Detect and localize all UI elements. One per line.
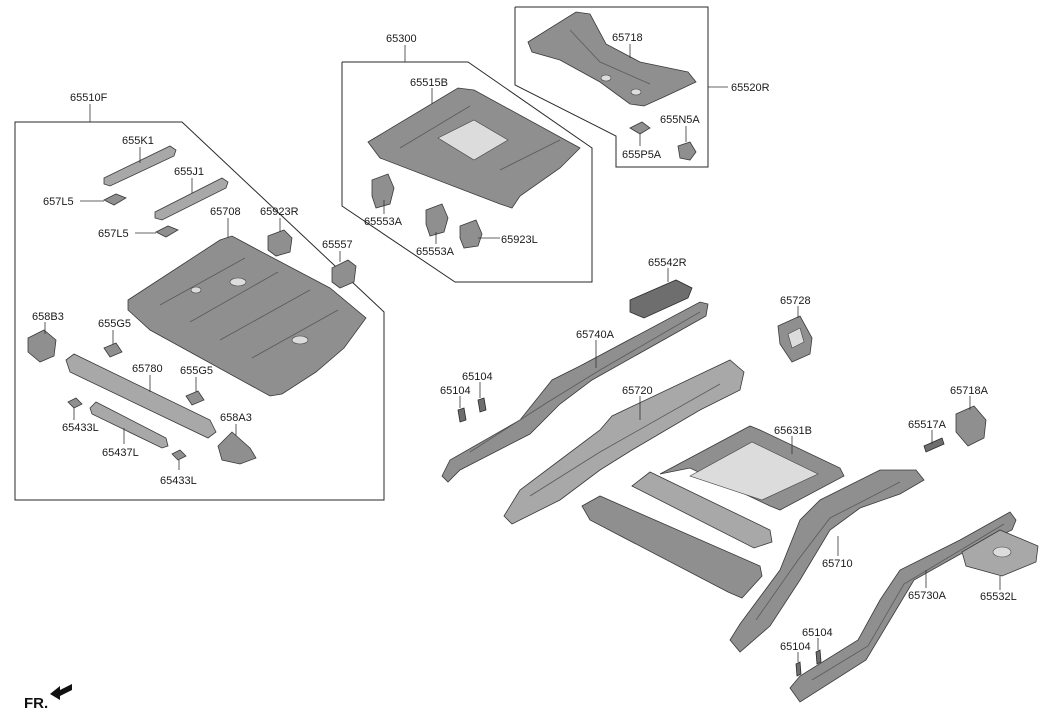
part-65718-hole-2 (630, 88, 642, 96)
label-655N5A: 655N5A (660, 114, 700, 126)
label-655G5-upper: 655G5 (98, 318, 131, 330)
label-65923R: 65923R (260, 206, 299, 218)
part-65437L (89, 401, 169, 449)
floor-assembly-frame (14, 121, 385, 501)
part-65515B-rib-2 (499, 139, 561, 171)
label-65710: 65710 (822, 558, 853, 570)
label-65300: 65300 (386, 33, 417, 45)
part-65631B-opening (689, 441, 819, 501)
label-65730A: 65730A (908, 590, 947, 602)
label-65520R: 65520R (731, 82, 770, 94)
label-65740A: 65740A (576, 329, 615, 341)
label-657L5-upper: 657L5 (43, 196, 74, 208)
part-65708-hole-2 (291, 335, 309, 345)
part-655K1 (103, 145, 177, 187)
label-658A3: 658A3 (220, 412, 252, 424)
part-65740A (441, 301, 709, 483)
part-lower-side-member (581, 495, 763, 599)
label-655P5A: 655P5A (622, 149, 662, 161)
part-65433L-right (171, 449, 187, 461)
part-65730A-rib (811, 523, 1005, 681)
rear-floor-frame (341, 61, 593, 283)
part-655J1 (154, 177, 229, 221)
part-65718-hole-1 (600, 74, 612, 82)
part-65515B-opening (437, 119, 509, 161)
rear-cross-frame (514, 6, 709, 168)
label-655K1: 655K1 (122, 135, 154, 147)
label-65708: 65708 (210, 206, 241, 218)
front-direction-label: FR. (24, 695, 48, 712)
label-65780: 65780 (132, 363, 163, 375)
label-65553A-right: 65553A (416, 246, 455, 258)
label-65104-c: 65104 (802, 627, 833, 639)
label-65553A-left: 65553A (364, 216, 403, 228)
part-65728-opening (787, 327, 805, 349)
label-655J1: 655J1 (174, 166, 204, 178)
part-65104-clip-1 (457, 407, 467, 423)
part-65923R (267, 229, 293, 257)
part-65740A-rib (469, 311, 701, 453)
label-657L5-lower: 657L5 (98, 228, 129, 240)
part-65720 (503, 359, 745, 525)
label-65517A: 65517A (908, 419, 947, 431)
part-center-side-member (631, 471, 773, 549)
part-65553A-right (425, 203, 449, 237)
label-65720: 65720 (622, 385, 653, 397)
part-65104-clip-2 (477, 397, 487, 413)
label-65557: 65557 (322, 239, 353, 251)
part-65542R (629, 279, 693, 319)
part-658B3 (27, 329, 57, 363)
part-655N5A (677, 141, 697, 161)
part-65780 (65, 353, 217, 439)
part-65720-rib (529, 383, 721, 497)
part-65708-hole-3 (190, 286, 202, 294)
label-65104-a: 65104 (440, 385, 471, 397)
part-65517A (923, 437, 945, 453)
part-65532L-hole (992, 546, 1012, 558)
part-65718A (955, 405, 987, 447)
part-65710-rib (755, 481, 901, 621)
label-655G5-lower: 655G5 (180, 365, 213, 377)
part-65718-rib (569, 29, 651, 85)
part-65708-rib-1 (159, 257, 246, 306)
part-65553A-left (371, 173, 395, 209)
part-655P5A (629, 121, 651, 135)
label-65923L: 65923L (501, 234, 538, 246)
part-657L5-upper (103, 193, 127, 206)
label-65631B: 65631B (774, 425, 812, 437)
label-65433L-left: 65433L (62, 422, 99, 434)
part-65104-clip-4 (815, 649, 822, 665)
label-65104-d: 65104 (780, 641, 811, 653)
label-65718: 65718 (612, 32, 643, 44)
label-65437L: 65437L (102, 447, 139, 459)
label-65718A: 65718A (950, 385, 989, 397)
part-65708-rib-3 (219, 289, 311, 341)
part-655G5-lower (185, 390, 205, 406)
part-65433L-left (67, 397, 83, 409)
part-65515B-rib-1 (399, 105, 471, 149)
label-658B3: 658B3 (32, 311, 64, 323)
part-65730A (789, 511, 1017, 703)
label-65532L: 65532L (980, 591, 1017, 603)
label-65510F: 65510F (70, 92, 108, 104)
part-65710 (729, 469, 925, 653)
part-65708-rib-2 (189, 271, 279, 323)
part-65557 (331, 259, 357, 289)
part-65708 (127, 235, 367, 397)
part-658A3 (217, 431, 257, 465)
part-65104-clip-3 (795, 661, 802, 677)
front-arrow-icon (50, 684, 72, 700)
part-65718 (527, 11, 697, 107)
part-65923L (459, 219, 483, 249)
part-65708-hole-1 (229, 277, 247, 287)
label-65515B: 65515B (410, 77, 448, 89)
label-65104-b: 65104 (462, 371, 493, 383)
label-65728: 65728 (780, 295, 811, 307)
part-657L5-lower (155, 225, 179, 238)
label-65542R: 65542R (648, 257, 687, 269)
part-65708-rib-4 (251, 309, 339, 359)
label-65433L-right: 65433L (160, 475, 197, 487)
part-655G5-upper (103, 342, 123, 358)
